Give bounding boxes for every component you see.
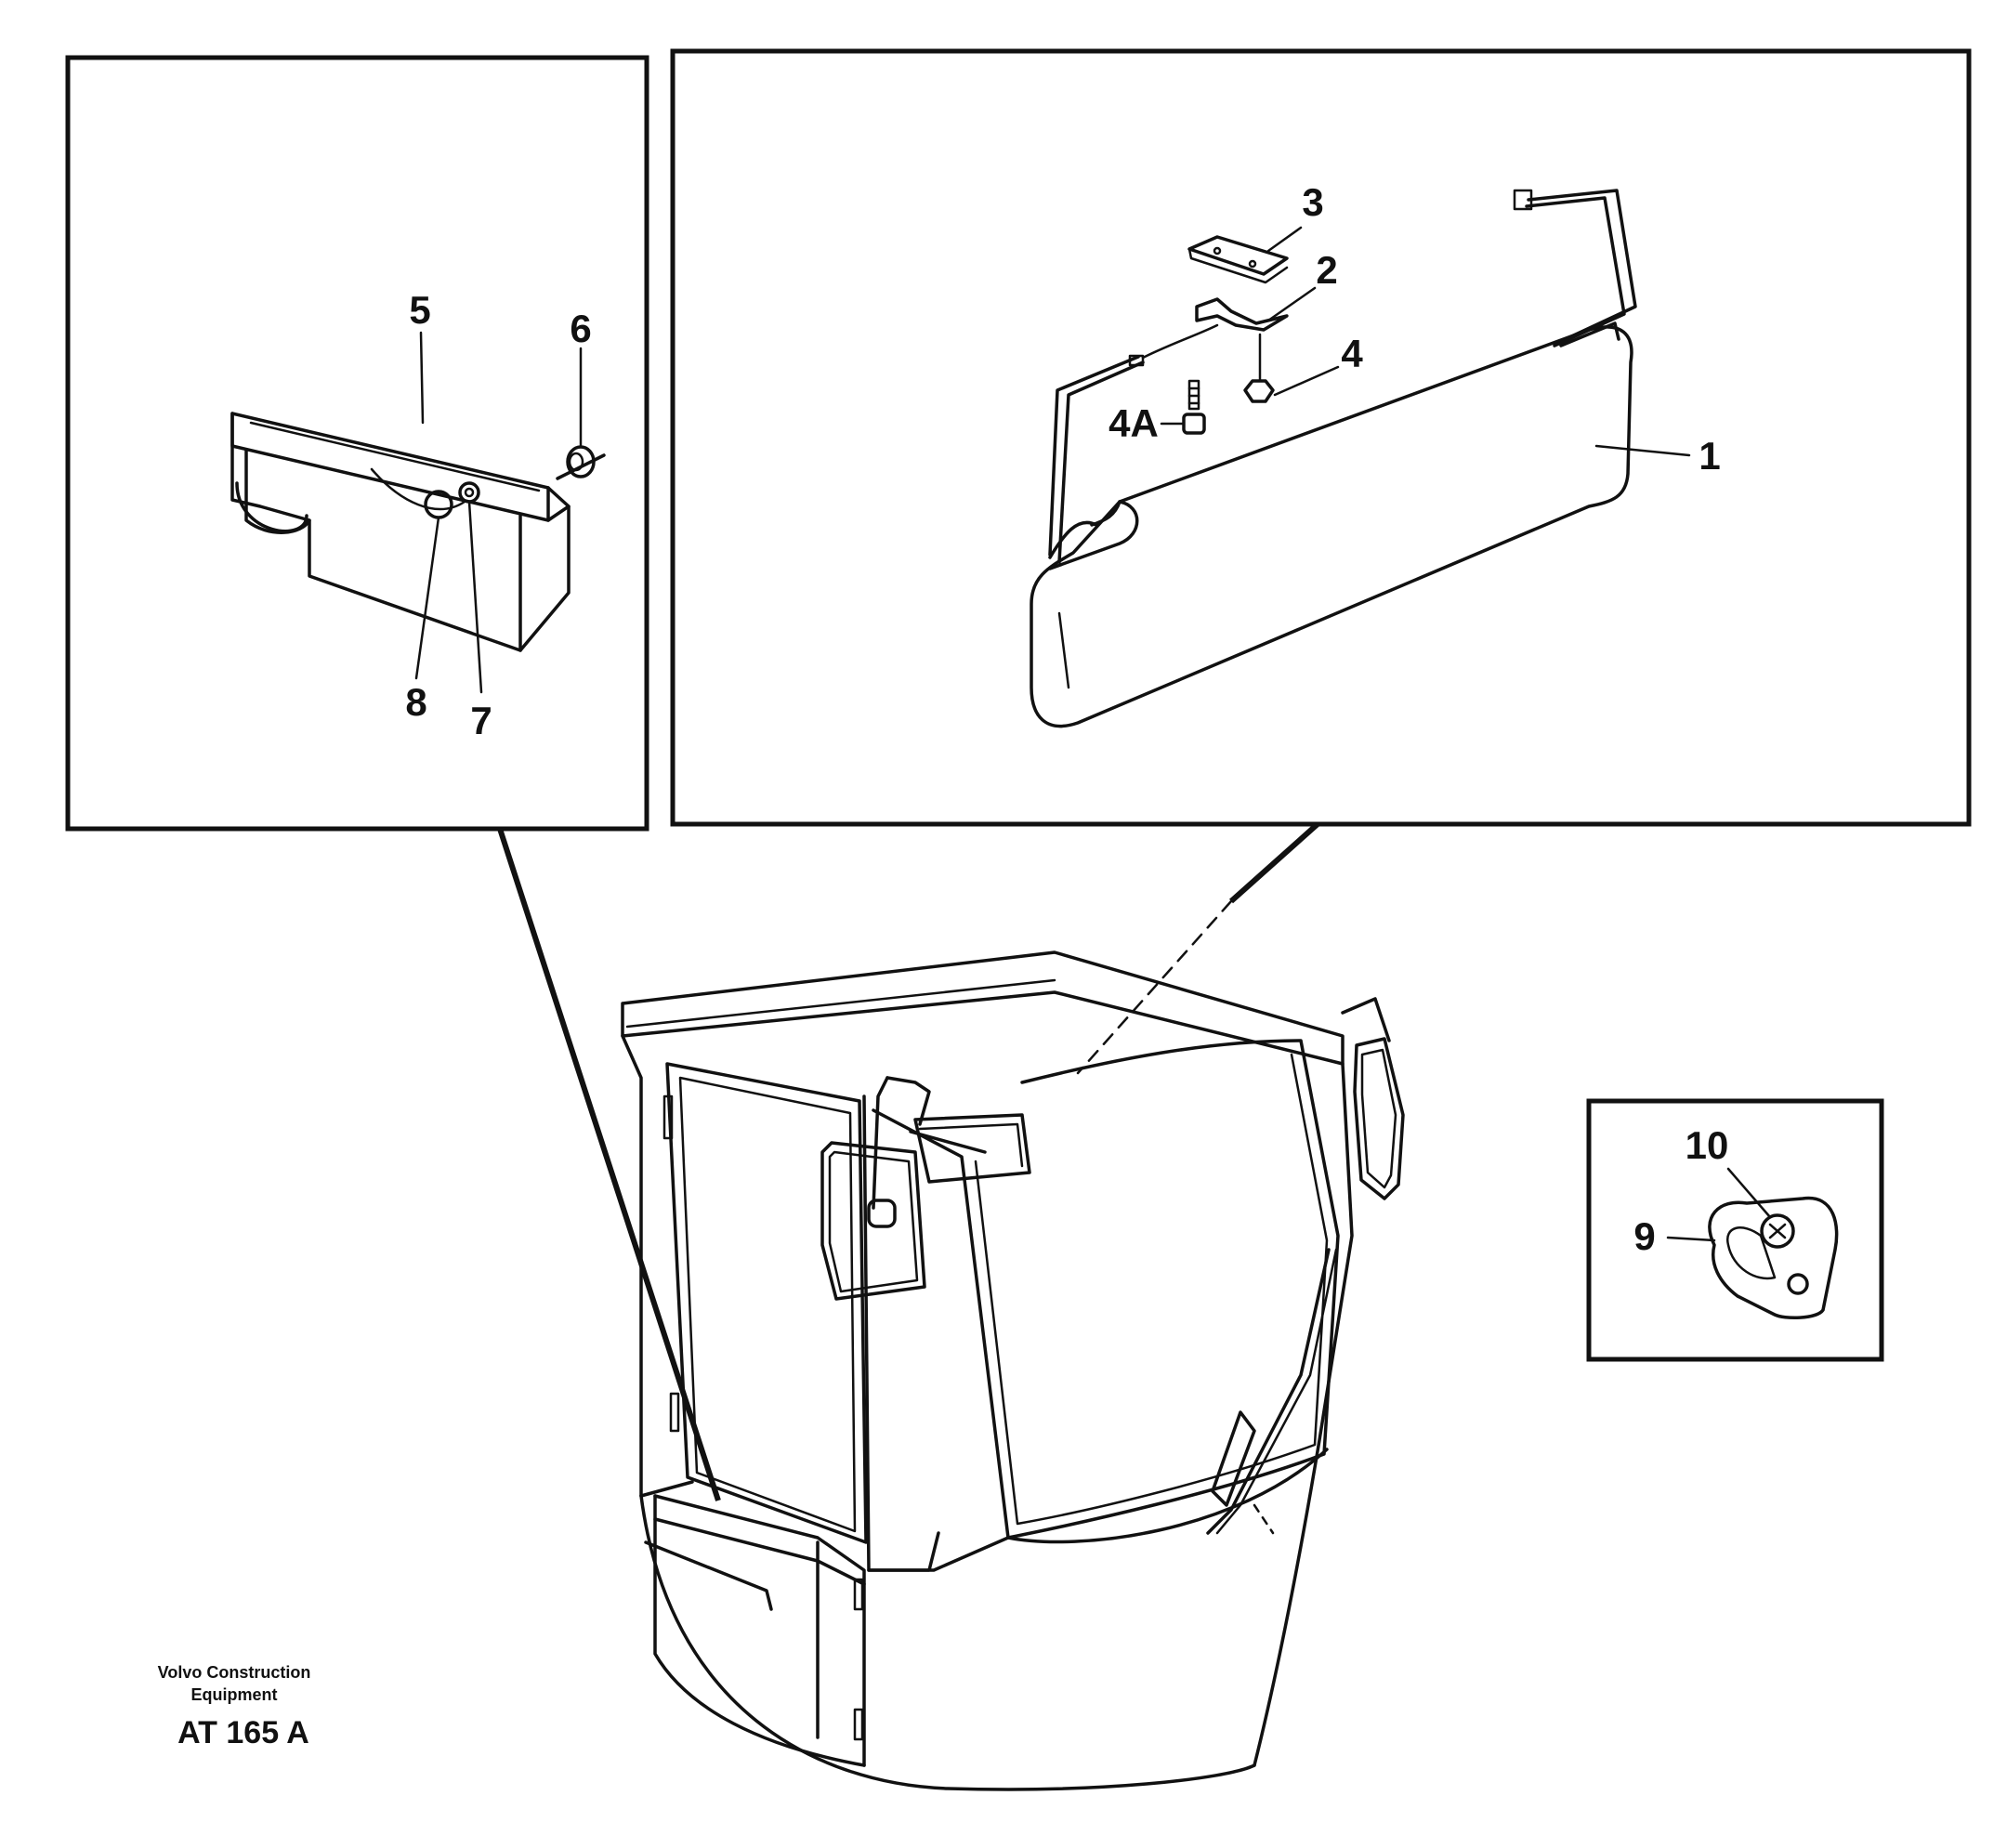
nut-part-4 [1243,333,1340,403]
leader-part-1 [1594,444,1691,457]
callout-7: 7 [470,699,492,742]
brand-line-1: Volvo Construction [158,1663,311,1682]
drawing-code: AT 165 A [177,1715,309,1750]
callout-4a: 4A [1108,401,1159,445]
callout-3: 3 [1302,180,1323,224]
right-mirror-drawing [1341,997,1405,1200]
washer-part-7 [458,481,483,694]
callout-8: 8 [405,680,426,724]
cab-drawing [621,950,1354,1791]
storage-tray-drawing [230,412,606,652]
hook-part-9 [1666,1196,1839,1320]
brand-line-2: Equipment [191,1685,278,1704]
sun-visor-drawing [1030,189,1637,728]
leader-right-to-cab [1229,821,1319,904]
callout-10: 10 [1686,1123,1729,1167]
leader-part-5 [419,331,425,425]
detail-frame-hook [1586,1098,1884,1362]
left-mirror-drawing [820,1076,1031,1301]
screw-part-4a [1160,379,1206,435]
callout-6: 6 [570,307,591,350]
callout-4: 4 [1341,332,1363,375]
nut-part-6 [566,347,596,478]
leader-right-dashed [1076,899,1233,1075]
plate-part-3 [1187,226,1303,284]
detail-frame-sun-visor [670,48,1972,827]
callout-1: 1 [1699,434,1720,478]
clip-part-2 [1195,286,1317,332]
screw-part-10 [1726,1167,1809,1295]
callout-2: 2 [1316,248,1337,292]
leader-left-to-cab [497,828,721,1501]
wiper-drawing [1206,1248,1338,1535]
callout-5: 5 [409,288,430,332]
detail-frame-storage-tray [65,55,649,832]
callout-9: 9 [1633,1214,1655,1258]
plug-part-8 [414,490,453,680]
